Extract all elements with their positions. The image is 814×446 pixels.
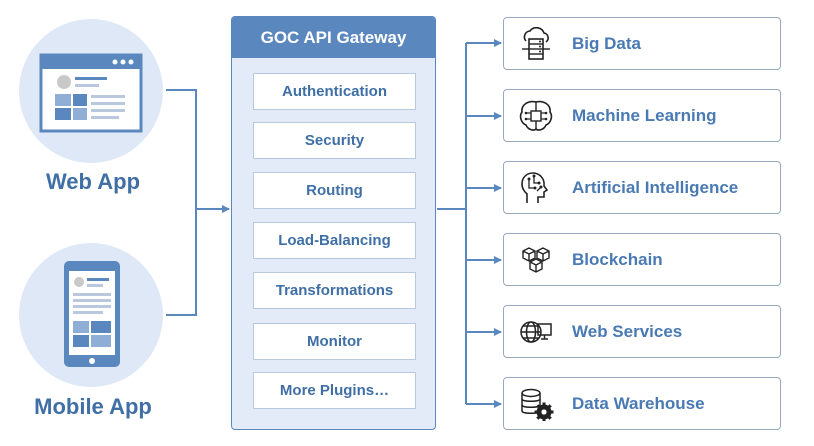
mobile-phone-icon bbox=[64, 261, 120, 367]
ai-head-icon bbox=[521, 172, 549, 203]
brain-circuit-icon bbox=[519, 100, 553, 131]
cloud-server-icon bbox=[522, 27, 550, 60]
service-blockchain: Blockchain bbox=[503, 233, 781, 286]
gateway-title: GOC API Gateway bbox=[232, 17, 435, 58]
mobile-app-label: Mobile App bbox=[34, 394, 152, 419]
database-gear-icon bbox=[521, 388, 554, 421]
connector-web-app bbox=[166, 89, 197, 209]
globe-monitor-icon bbox=[520, 321, 552, 343]
service-artificial-intelligence: Artificial Intelligence bbox=[503, 161, 781, 214]
service-label: Big Data bbox=[572, 34, 641, 53]
plugin-security: Security bbox=[253, 122, 416, 159]
connector-mobile-app bbox=[166, 209, 197, 316]
plugin-authentication: Authentication bbox=[253, 73, 416, 110]
plugin-transformations: Transformations bbox=[253, 272, 416, 309]
blockchain-cubes-icon bbox=[522, 247, 550, 273]
service-label: Web Services bbox=[572, 322, 683, 341]
plugin-routing: Routing bbox=[253, 172, 416, 209]
service-web-services: Web Services bbox=[503, 305, 781, 358]
service-label: Data Warehouse bbox=[572, 394, 705, 413]
service-data-warehouse: Data Warehouse bbox=[503, 377, 781, 430]
plugin-load-balancing: Load-Balancing bbox=[253, 222, 416, 259]
service-label: Machine Learning bbox=[572, 106, 717, 125]
web-app-circle bbox=[19, 19, 163, 163]
service-machine-learning: Machine Learning bbox=[503, 89, 781, 142]
plugin-more-plugins: More Plugins… bbox=[253, 372, 416, 409]
service-label: Blockchain bbox=[572, 250, 663, 269]
service-label: Artificial Intelligence bbox=[572, 178, 739, 197]
service-big-data: Big Data bbox=[503, 17, 781, 70]
browser-window-icon bbox=[39, 53, 143, 133]
plugin-monitor: Monitor bbox=[253, 323, 416, 360]
mobile-app-circle bbox=[19, 243, 163, 387]
api-gateway-panel: GOC API Gateway Authentication Security … bbox=[231, 16, 436, 430]
web-app-label: Web App bbox=[45, 169, 141, 194]
